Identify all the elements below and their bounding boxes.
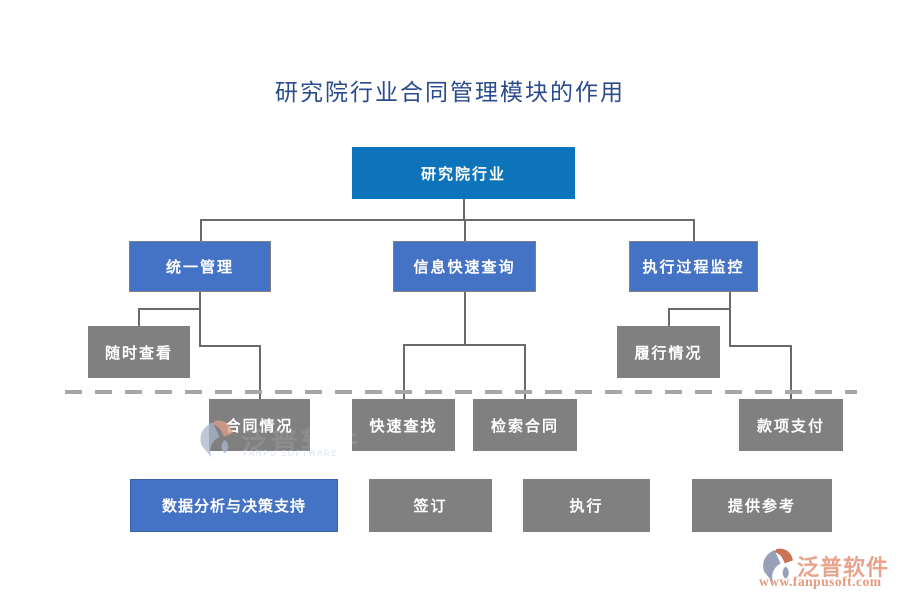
node-quick-info-query: 信息快速查询 xyxy=(393,241,536,292)
connector-exec-stem xyxy=(729,292,731,347)
connector-exec-right-elbow xyxy=(729,345,791,347)
node-data-analysis-decision-support: 数据分析与决策支持 xyxy=(130,479,338,532)
node-view-anytime: 随时查看 xyxy=(88,326,190,378)
node-execution-monitoring: 执行过程监控 xyxy=(629,241,758,292)
connector-drop-contract xyxy=(259,345,261,400)
connector-root-stem xyxy=(463,199,465,220)
brand-name: 泛普软件 xyxy=(797,555,890,580)
node-contract-status: 合同情况 xyxy=(209,399,310,451)
connector-exec-left-elbow xyxy=(668,308,730,310)
connector-drop-view xyxy=(138,308,140,327)
connector-info-stem xyxy=(464,292,466,346)
connector-info-horizontal xyxy=(403,344,526,346)
connector-drop-exec xyxy=(693,219,695,242)
node-payment: 款项支付 xyxy=(739,399,843,451)
connector-drop-search xyxy=(524,344,526,400)
node-execution: 执行 xyxy=(523,479,650,532)
connector-unify-stem xyxy=(199,292,201,347)
node-unified-management: 统一管理 xyxy=(129,241,271,292)
node-quick-find: 快速查找 xyxy=(352,399,455,451)
connector-drop-quick xyxy=(403,344,405,400)
connector-drop-unify xyxy=(200,219,202,242)
node-signing: 签订 xyxy=(369,479,492,532)
connector-drop-info xyxy=(464,219,466,242)
fanpu-logo-icon xyxy=(763,548,793,583)
dashed-divider-line xyxy=(65,390,857,394)
connector-drop-perform xyxy=(668,308,670,327)
connector-drop-payment xyxy=(790,345,792,400)
page-title: 研究院行业合同管理模块的作用 xyxy=(275,80,625,105)
node-root-research-institute: 研究院行业 xyxy=(352,147,575,199)
node-retrieve-contract: 检索合同 xyxy=(473,399,577,451)
connector-level1-horizontal xyxy=(200,219,695,221)
node-performance-status: 履行情况 xyxy=(617,326,720,378)
connector-unify-left-elbow xyxy=(138,308,200,310)
node-provide-reference: 提供参考 xyxy=(692,479,832,532)
connector-unify-right-elbow xyxy=(199,345,260,347)
brand-website: www.fanpusoft.com xyxy=(759,574,882,589)
